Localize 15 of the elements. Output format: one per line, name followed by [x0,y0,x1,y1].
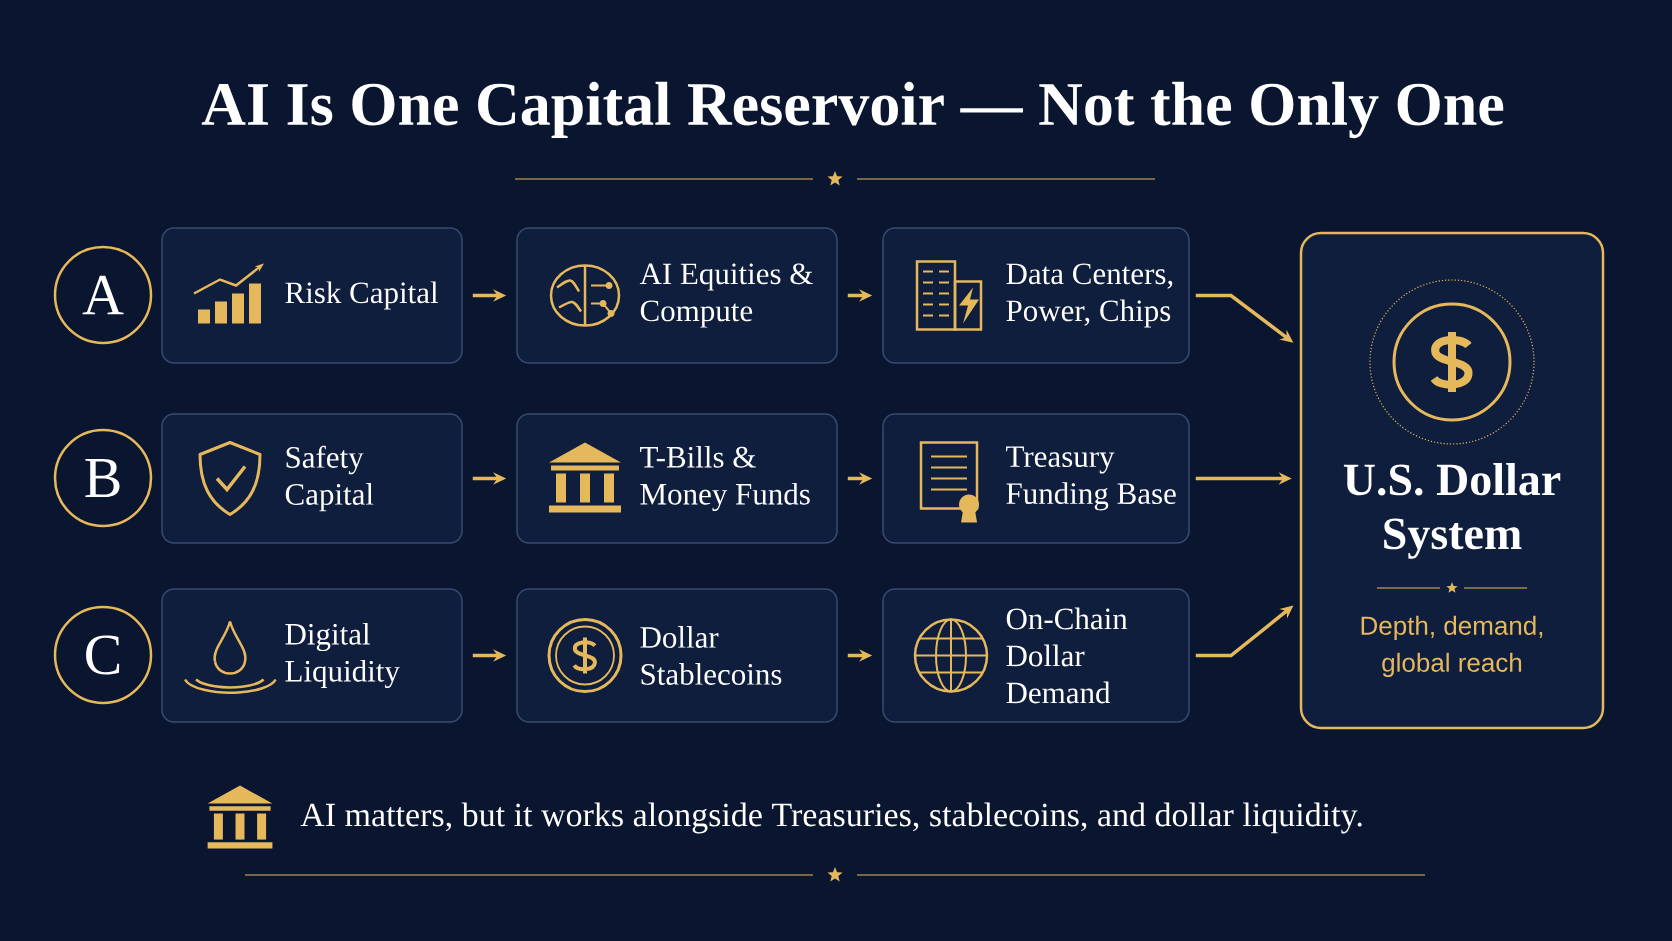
footnote: AI matters, but it works alongside Treasuries, stablecoins, and dollar liquidity. [300,802,1362,834]
step-box: On-Chain Dollar Demand [882,588,1190,723]
letter-badge: A [53,245,153,345]
letter-badge: B [53,428,153,528]
step-box: Treasury Funding Base [882,413,1190,544]
step-box: Risk Capital [161,227,463,364]
summary-panel: U.S. Dollar System Depth, demand, global reach [1299,231,1605,730]
step-box: AI Equities & Compute [516,227,838,364]
step-box: Dollar Stablecoins [516,588,838,723]
step-box: T-Bills & Money Funds [516,413,838,544]
step-box: Data Centers, Power, Chips [882,227,1190,364]
step-box: Digital Liquidity [161,588,463,723]
step-box: Safety Capital [161,413,463,544]
letter-badge: C [53,605,153,705]
title: AI Is One Capital Reservoir — Not the Only One [201,81,1504,139]
